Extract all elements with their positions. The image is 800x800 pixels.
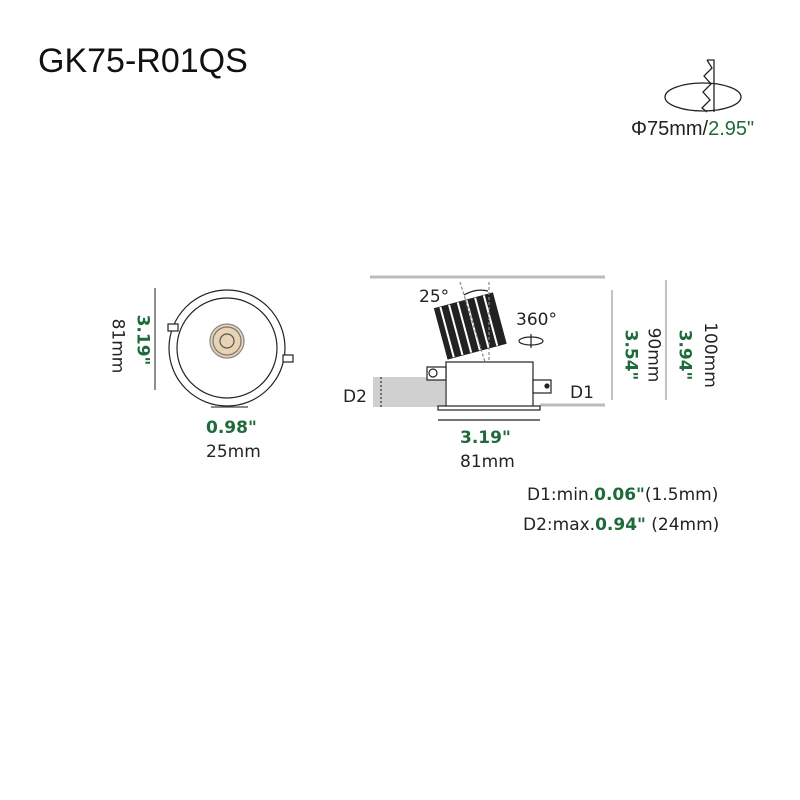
note-d2-inch: 0.94" xyxy=(595,515,646,535)
note-d2: D2:max.0.94" (24mm) xyxy=(523,515,719,535)
d1-label: D1 xyxy=(570,383,594,403)
note-d2-mm: (24mm) xyxy=(645,515,720,535)
cutout-size: Φ75mm/2.95" xyxy=(631,118,754,141)
front-height-inch: 3.19" xyxy=(132,314,153,366)
lens-mm: 25mm xyxy=(206,442,261,462)
height1-inch: 3.54" xyxy=(620,329,641,381)
note-d1-mm: (1.5mm) xyxy=(644,485,719,505)
side-width-inch: 3.19" xyxy=(460,428,511,448)
note-d1-inch: 0.06" xyxy=(594,485,645,505)
front-height-mm: 81mm xyxy=(107,318,128,374)
note-d2-prefix: D2:max. xyxy=(523,515,596,535)
rotation-angle: 360° xyxy=(516,310,557,330)
cutout-icon xyxy=(664,59,742,113)
tilt-angle: 25° xyxy=(419,287,450,307)
note-d1: D1:min.0.06"(1.5mm) xyxy=(527,485,718,505)
cutout-inch: 2.95" xyxy=(708,118,755,140)
product-title: GK75-R01QS xyxy=(38,42,248,80)
height2-inch: 3.94" xyxy=(674,329,695,381)
height1-mm: 90mm xyxy=(643,327,664,383)
d2-label: D2 xyxy=(343,387,367,407)
height2-mm: 100mm xyxy=(699,322,720,388)
side-view xyxy=(370,275,667,421)
lens-inch: 0.98" xyxy=(206,418,257,438)
note-d1-prefix: D1:min. xyxy=(527,485,595,505)
cutout-mm: Φ75mm/ xyxy=(631,118,709,140)
side-width-mm: 81mm xyxy=(460,452,515,472)
front-view xyxy=(154,288,294,408)
